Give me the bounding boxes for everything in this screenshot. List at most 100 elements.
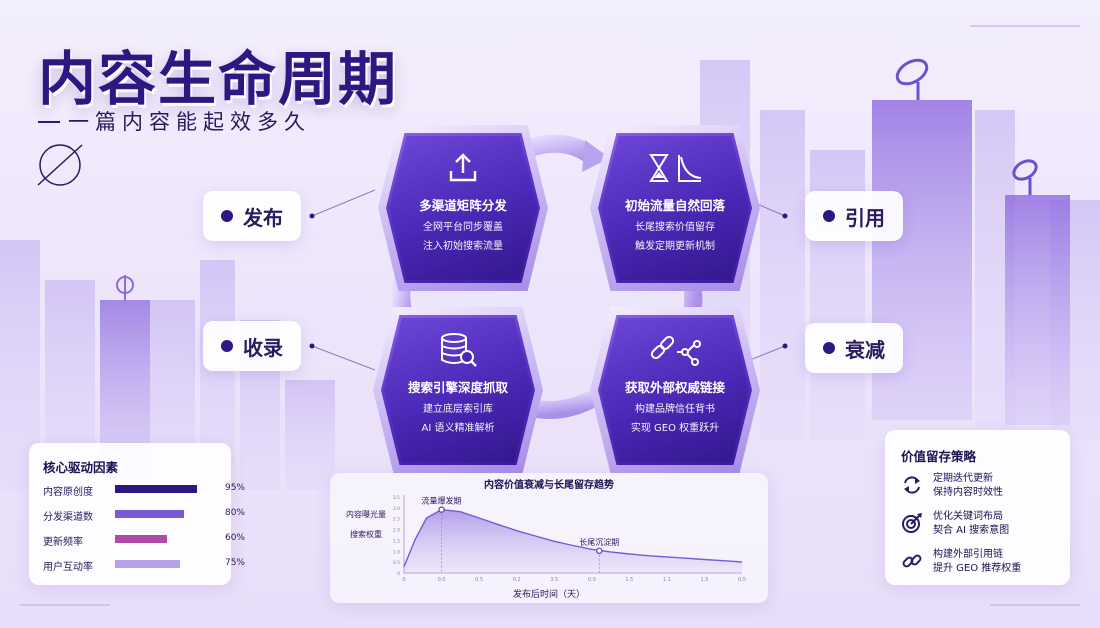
x-tick-label: 0 <box>402 577 405 583</box>
card-links: 获取外部权威链接 构建品牌信任背书 实现 GEO 权重跃升 <box>598 315 752 465</box>
strategy-title: 价值留存策略 <box>901 449 977 464</box>
driver-percent: 80% <box>224 508 245 518</box>
driver-track <box>115 535 230 543</box>
x-tick-label: 1.5 <box>625 577 633 583</box>
strategy-line: 保持内容时效性 <box>933 487 1003 498</box>
card-line: AI 语义精准解析 <box>421 423 495 434</box>
card-title: 获取外部权威链接 <box>624 380 725 395</box>
page-title: 内容生命周期 <box>38 45 399 113</box>
chart-title: 内容价值衰减与长尾留存趋势 <box>484 478 614 491</box>
label-cite-text: 引用 <box>845 205 885 230</box>
y-tick-label: 1.5 <box>393 538 400 544</box>
driver-percent: 60% <box>224 533 245 543</box>
y-tick-label: 0.5 <box>393 560 400 566</box>
page-subtitle: 一篇内容能起效多久 <box>68 110 311 134</box>
driver-row: 更新频率 60% <box>43 531 245 548</box>
strategy-line: 构建外部引用链 <box>933 549 1003 560</box>
bullet-dot-icon <box>221 340 233 352</box>
card-crawl: 搜索引擎深度抓取 建立底层索引库 AI 语义精准解析 <box>381 315 535 465</box>
y-tick-label: 1.0 <box>393 549 400 555</box>
card-traffic: 初始流量自然回落 长尾搜索价值留存 触发定期更新机制 <box>598 133 752 283</box>
strategy-item: 定期迭代更新保持内容时效性 <box>901 472 1003 506</box>
upload-icon <box>386 149 540 187</box>
driver-row: 分发渠道数 80% <box>43 506 245 523</box>
link-icon <box>598 331 752 369</box>
driver-bar <box>115 560 180 568</box>
card-line: 全网平台同步覆盖 <box>423 222 503 233</box>
x-tick-label: 1.5 <box>700 577 708 583</box>
area-fill <box>404 509 742 573</box>
card-line: 注入初始搜索流量 <box>423 241 503 252</box>
strategy-line: 提升 GEO 推荐权重 <box>933 563 1022 574</box>
x-axis-label: 发布后时间（天） <box>513 588 585 600</box>
x-tick-label: 0.0 <box>588 577 596 583</box>
y-tick-label: 3.0 <box>393 506 400 512</box>
bullet-dot-icon <box>823 342 835 354</box>
y-tick-label: 0 <box>397 571 400 577</box>
driver-track <box>115 485 230 493</box>
label-publish: 发布 <box>203 191 301 241</box>
x-tick-label: 0.0 <box>438 577 446 583</box>
strategy-panel: 价值留存策略 定期迭代更新保持内容时效性 优化关键词布局契合 AI 搜索意图 构… <box>885 430 1070 585</box>
card-title: 搜索引擎深度抓取 <box>407 380 508 395</box>
x-tick-label: 0.5 <box>475 577 483 583</box>
strategy-line: 契合 AI 搜索意图 <box>933 525 1010 536</box>
driver-track <box>115 510 230 518</box>
subtitle-dash <box>38 121 60 123</box>
strategy-line: 定期迭代更新 <box>933 473 993 484</box>
driver-label: 更新频率 <box>43 537 83 548</box>
database-search-icon <box>381 331 535 369</box>
label-index: 收录 <box>203 321 301 371</box>
annotation-label: 长尾沉淀期 <box>579 537 619 547</box>
y-tick-label: 3.5 <box>393 495 400 501</box>
hourglass-icon <box>598 149 752 187</box>
strategy-item: 构建外部引用链提升 GEO 推荐权重 <box>901 548 1021 582</box>
driver-bar <box>115 535 167 543</box>
card-title: 多渠道矩阵分发 <box>419 198 507 213</box>
driver-row: 内容原创度 95% <box>43 481 245 498</box>
driver-bar <box>115 485 197 493</box>
strategy-line: 优化关键词布局 <box>933 511 1003 522</box>
x-tick-label: 1.1 <box>663 577 671 583</box>
card-title: 初始流量自然回落 <box>624 198 725 213</box>
driver-label: 分发渠道数 <box>43 512 93 523</box>
x-tick-label: 0.2 <box>513 577 521 583</box>
label-decay-text: 衰减 <box>845 337 885 362</box>
x-tick-label: 0.5 <box>738 577 746 583</box>
driver-label: 用户互动率 <box>43 562 93 573</box>
driver-percent: 75% <box>224 558 245 568</box>
drivers-title: 核心驱动因素 <box>43 460 119 475</box>
chart-panel: 内容价值衰减与长尾留存趋势内容曝光量搜索权重发布后时间（天） 3.5 3.0 2.5 2… <box>330 473 768 603</box>
card-line: 触发定期更新机制 <box>635 241 715 252</box>
driver-percent: 95% <box>224 483 245 493</box>
bullet-dot-icon <box>221 210 233 222</box>
card-distribute: 多渠道矩阵分发 全网平台同步覆盖 注入初始搜索流量 <box>386 133 540 283</box>
y-tick-label: 2.0 <box>393 528 400 534</box>
label-decay: 衰减 <box>805 323 903 373</box>
label-cite: 引用 <box>805 191 903 241</box>
bullet-dot-icon <box>823 210 835 222</box>
label-index-text: 收录 <box>243 335 283 360</box>
y-axis-label: 搜索权重 <box>350 529 382 539</box>
y-axis-label: 内容曝光量 <box>346 509 386 519</box>
card-line: 建立底层索引库 <box>423 404 493 415</box>
driver-track <box>115 560 230 568</box>
annotation-label: 流量爆发期 <box>422 496 462 506</box>
annotation-point <box>596 547 603 555</box>
chain-icon <box>902 554 922 568</box>
y-tick-label: 2.5 <box>393 517 400 523</box>
driver-row: 用户互动率 75% <box>43 556 245 573</box>
card-line: 构建品牌信任背书 <box>635 404 715 415</box>
driver-label: 内容原创度 <box>43 487 93 498</box>
card-line: 长尾搜索价值留存 <box>635 222 715 233</box>
target-icon <box>902 513 922 533</box>
annotation-point <box>438 506 445 513</box>
label-publish-text: 发布 <box>243 205 283 230</box>
strategy-item: 优化关键词布局契合 AI 搜索意图 <box>901 510 1009 544</box>
card-line: 实现 GEO 权重跃升 <box>630 423 720 434</box>
refresh-icon <box>904 476 920 494</box>
x-tick-label: 3.5 <box>550 577 558 583</box>
drivers-panel: 核心驱动因素 内容原创度 95% 分发渠道数 80% 更新频率 60% 用户互动率 75% <box>29 443 245 585</box>
